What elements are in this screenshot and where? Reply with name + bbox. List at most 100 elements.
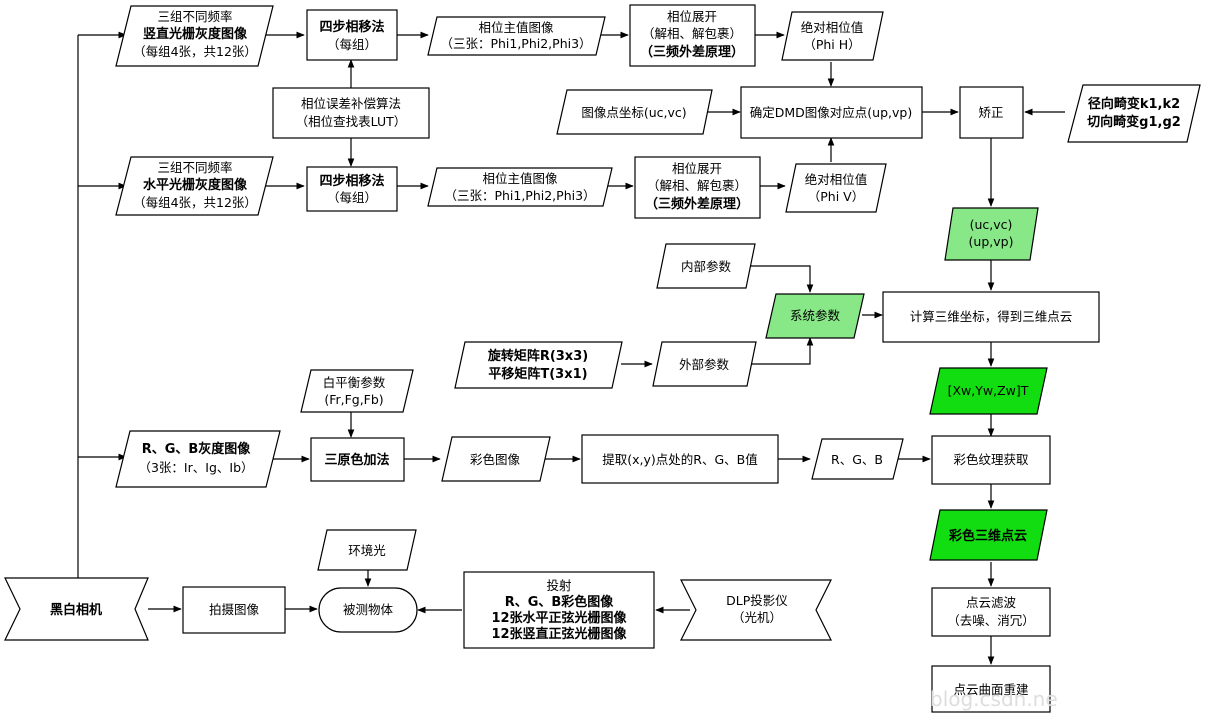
four-step-top-line2: （每组） [327,37,377,52]
ambient-light-text: 环境光 [348,543,386,558]
unwrap-bottom-line3: （三频外差原理） [645,196,749,212]
edge-extrinsics-to-system [747,337,814,365]
node-mono-camera[interactable]: 黑白相机 [4,577,149,641]
four-step-top-line1: 四步相移法 [319,19,384,35]
rt-line1: 旋转矩阵R(3x3) [487,348,588,364]
gray-horizontal-line1: 三组不同频率 [157,160,232,175]
dmd-correspondence-text: 确定DMD图像对应点(up,vp) [750,105,912,120]
four-step-bottom-line1: 四步相移法 [319,173,384,189]
node-rgb-values[interactable]: R、G、B [811,438,904,480]
node-measured-object[interactable]: 被测物体 [318,587,418,633]
projection-line1: 投射 [546,578,571,593]
node-point-cloud-filter[interactable]: 点云滤波 （去噪、消冗） [931,587,1051,637]
color-texture-text: 彩色纹理获取 [953,452,1029,467]
wrapped-bottom-line1: 相位主值图像 [482,171,558,186]
extract-rgb-text: 提取(x,y)点处的R、G、B值 [602,452,757,467]
world-coords-text: [Xw,Yw,Zw]T [948,383,1029,398]
wrapped-top-line2: （三张：Phi1,Phi2,Phi3） [440,36,591,51]
node-intrinsics[interactable]: 内部参数 [656,243,756,289]
rectify-text: 矫正 [978,105,1003,120]
node-world-coords[interactable]: [Xw,Yw,Zw]T [929,367,1048,415]
node-white-balance[interactable]: 白平衡参数 (Fr,Fg,Fb) [300,369,414,413]
rgb-values-text: R、G、B [831,452,883,467]
dlp-projector-line1: DLP投影仪 [726,593,788,608]
mono-camera-text: 黑白相机 [50,602,102,618]
node-rotation-translation[interactable]: 旋转矩阵R(3x3) 平移矩阵T(3x1) [454,341,623,389]
projection-line4: 12张竖直正弦光栅图像 [491,626,627,642]
node-system-params[interactable]: 系统参数 [765,293,865,339]
node-four-step-bottom[interactable]: 四步相移法 （每组） [306,166,398,212]
gray-vertical-line3: （每组4张，共12张） [133,44,257,59]
unwrap-top-line3: （三频外差原理） [640,44,744,60]
color-image-text: 彩色图像 [470,452,521,467]
edges [77,31,1065,665]
abs-phase-h-line1: 绝对相位值 [801,20,864,35]
point-cloud-filter-line2: （去噪、消冗） [947,613,1035,628]
rgb-gray-line1: R、G、B灰度图像 [142,441,252,457]
node-phase-error-comp[interactable]: 相位误差补偿算法 （相位查找表LUT） [272,87,430,139]
node-dmd-correspondence[interactable]: 确定DMD图像对应点(up,vp) [740,86,923,139]
compute-3d-text: 计算三维坐标，得到三维点云 [910,309,1073,324]
unwrap-bottom-line1: 相位展开 [672,161,722,176]
node-four-step-top[interactable]: 四步相移法 （每组） [306,9,398,61]
node-rectify[interactable]: 矫正 [959,86,1024,139]
node-wrapped-phase-top[interactable]: 相位主值图像 （三张：Phi1,Phi2,Phi3） [427,16,606,56]
projection-line3: 12张水平正弦光栅图像 [491,610,627,626]
gray-vertical-line2: 竖直光栅灰度图像 [143,26,248,42]
gray-vertical-line1: 三组不同频率 [157,9,232,24]
node-capture-image[interactable]: 拍摄图像 [182,586,286,634]
abs-phase-v-line1: 绝对相位值 [805,172,868,187]
node-extrinsics[interactable]: 外部参数 [652,341,757,387]
node-abs-phase-v[interactable]: 绝对相位值 （Phi V） [785,163,887,213]
unwrap-bottom-line2: （解相、解包裹） [647,178,747,193]
node-wrapped-phase-bottom[interactable]: 相位主值图像 （三张：Phi1,Phi2,Phi3） [427,167,613,207]
node-abs-phase-h[interactable]: 绝对相位值 （Phi H） [781,11,884,61]
image-point-coords-text: 图像点坐标(uc,vc) [581,105,686,120]
node-rgb-gray[interactable]: R、G、B灰度图像 （3张：Ir、Ig、Ib） [115,430,281,488]
node-color-texture[interactable]: 彩色纹理获取 [931,435,1051,485]
point-pair-line2: (up,vp) [969,234,1014,249]
dlp-projector-line2: （光机） [732,610,782,625]
point-cloud-filter-line1: 点云滤波 [966,595,1017,610]
abs-phase-v-line2: （Phi V） [808,189,864,204]
node-gray-vertical[interactable]: 三组不同频率 竖直光栅灰度图像 （每组4张，共12张） [115,5,274,67]
node-point-pair[interactable]: (uc,vc) (up,vp) [944,207,1039,261]
wrapped-bottom-line2: （三张：Phi1,Phi2,Phi3） [444,188,595,203]
node-compute-3d[interactable]: 计算三维坐标，得到三维点云 [882,291,1100,343]
phase-error-line2: （相位查找表LUT） [296,114,407,129]
abs-phase-h-line2: （Phi H） [803,37,860,52]
node-additive-mixing[interactable]: 三原色加法 [310,437,405,482]
unwrap-top-line1: 相位展开 [667,9,717,24]
wrapped-top-line1: 相位主值图像 [478,20,554,35]
four-step-bottom-line2: （每组） [327,190,377,205]
rt-line2: 平移矩阵T(3x1) [488,366,587,382]
node-distortion[interactable]: 径向畸变k1,k2 切向畸变g1,g2 [1067,84,1201,143]
gray-horizontal-line2: 水平光栅灰度图像 [143,177,248,193]
capture-image-text: 拍摄图像 [209,602,260,617]
white-balance-line2: (Fr,Fg,Fb) [324,392,383,407]
gray-horizontal-line3: （每组4张，共12张） [133,195,257,210]
node-image-point-coords[interactable]: 图像点坐标(uc,vc) [556,89,713,135]
white-balance-line1: 白平衡参数 [323,375,386,390]
node-unwrap-top[interactable]: 相位展开 （解相、解包裹） （三频外差原理） [629,4,756,67]
node-color-image[interactable]: 彩色图像 [441,436,551,482]
point-pair-line1: (uc,vc) [970,217,1013,232]
intrinsics-text: 内部参数 [681,259,732,274]
node-color-point-cloud[interactable]: 彩色三维点云 [929,509,1048,561]
measured-object-text: 被测物体 [343,602,394,617]
distortion-line1: 径向畸变k1,k2 [1088,96,1180,112]
phase-error-line1: 相位误差补偿算法 [301,96,401,111]
node-projection[interactable]: 投射 R、G、B彩色图像 12张水平正弦光栅图像 12张竖直正弦光栅图像 [463,571,655,649]
node-unwrap-bottom[interactable]: 相位展开 （解相、解包裹） （三频外差原理） [634,156,761,219]
node-surface-reconstruction[interactable]: 点云曲面重建 [931,665,1051,713]
projection-line2: R、G、B彩色图像 [505,594,615,610]
additive-mixing-text: 三原色加法 [324,452,389,468]
surface-reconstruction-text: 点云曲面重建 [953,682,1029,697]
unwrap-top-line2: （解相、解包裹） [642,26,742,41]
color-point-cloud-text: 彩色三维点云 [948,528,1027,544]
node-ambient-light[interactable]: 环境光 [317,529,417,571]
node-dlp-projector[interactable]: DLP投影仪 （光机） [680,579,832,641]
node-gray-horizontal[interactable]: 三组不同频率 水平光栅灰度图像 （每组4张，共12张） [115,156,274,216]
node-extract-rgb[interactable]: 提取(x,y)点处的R、G、B值 [581,434,779,484]
